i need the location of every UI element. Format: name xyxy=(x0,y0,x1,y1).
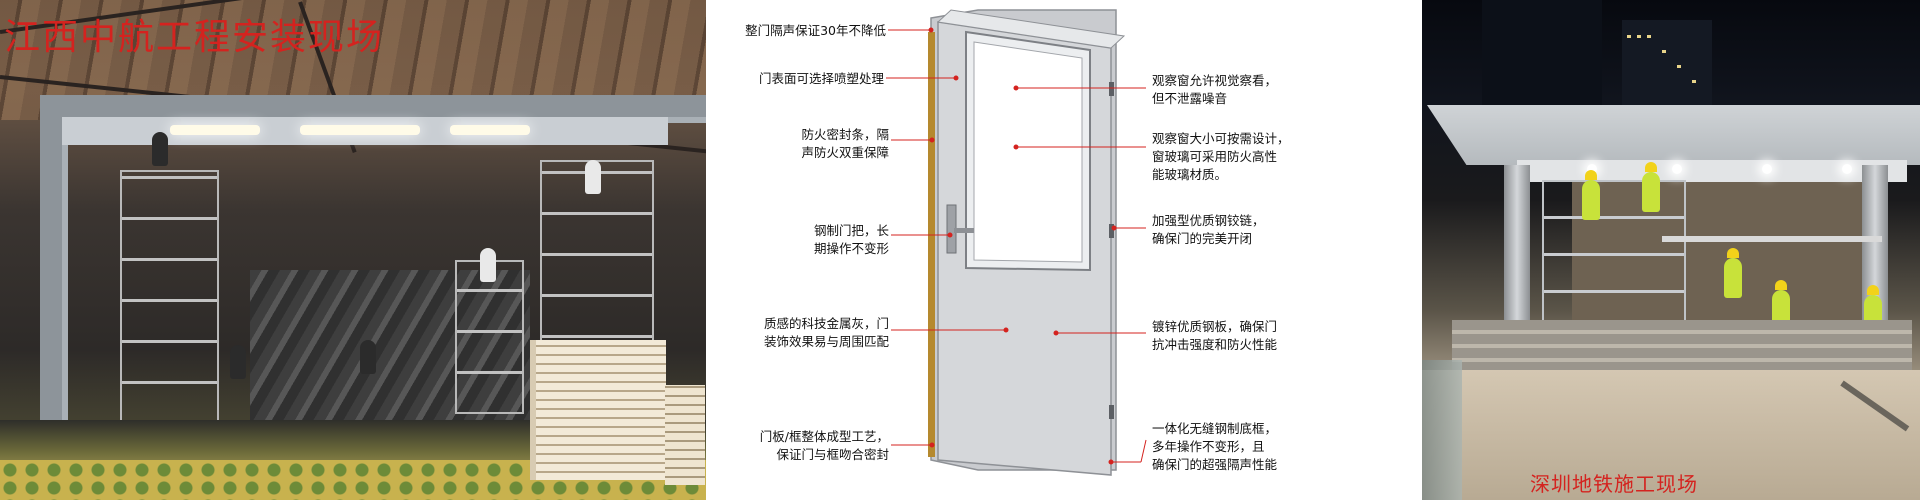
scaffold xyxy=(455,260,524,414)
callout-line: 门板/框整体成型工艺， xyxy=(759,429,889,444)
lit-window xyxy=(1637,35,1641,38)
worker xyxy=(1724,248,1742,298)
worker xyxy=(585,160,601,194)
worker xyxy=(230,345,246,379)
door-handle xyxy=(954,228,974,233)
hinge xyxy=(1109,224,1114,238)
callout-line: 能玻璃材质。 xyxy=(1152,167,1228,182)
observation-window-glass xyxy=(973,41,1083,263)
canopy-ceiling xyxy=(1517,160,1907,182)
scaffold xyxy=(120,170,219,424)
scaffold-plank xyxy=(1662,236,1882,242)
callout-observation-window: 观察窗允许视觉察看， 但不泄露噪音 xyxy=(1152,72,1277,108)
callout-line: 整门隔声保证30年不降低 xyxy=(745,23,886,38)
site-photo-jiangxi: 江西中航工程安装现场 xyxy=(0,0,706,500)
entrance-steps xyxy=(1452,320,1912,370)
ceiling-light xyxy=(450,125,530,135)
canopy-light xyxy=(1587,164,1597,174)
canopy-light xyxy=(1842,164,1852,174)
ceiling-light xyxy=(300,125,420,135)
callout-line: 观察窗大小可按需设计， xyxy=(1152,131,1290,146)
lit-window xyxy=(1647,35,1651,38)
site-photo-shenzhen-metro: 深圳地铁施工现场 xyxy=(1422,0,1920,500)
callout-line: 一体化无缝钢制底框， xyxy=(1152,421,1278,436)
callout-line: 确保门的超强隔声性能 xyxy=(1152,457,1278,472)
callout-spray-coating: 门表面可选择喷塑处理 xyxy=(759,70,884,88)
callout-line: 观察窗允许视觉察看， xyxy=(1152,73,1278,88)
night-building xyxy=(1622,20,1712,110)
callout-line: 加强型优质钢铰链， xyxy=(1152,213,1265,228)
building-model xyxy=(530,340,666,480)
callout-line: 多年操作不变形，且 xyxy=(1152,439,1265,454)
lit-window xyxy=(1662,50,1666,53)
callout-line: 期操作不变形 xyxy=(813,241,889,256)
callout-line: 质感的科技金属灰，门 xyxy=(763,316,889,331)
door-illustration xyxy=(886,9,1147,476)
night-building xyxy=(1482,0,1602,110)
callout-soundproof-30-years: 整门隔声保证30年不降低 xyxy=(745,22,886,40)
fire-seal-strip xyxy=(928,32,935,457)
lit-window xyxy=(1627,35,1631,38)
worker xyxy=(1582,170,1600,220)
worker xyxy=(480,248,496,282)
callout-line: 装饰效果易与周围匹配 xyxy=(763,334,889,349)
callout-line: 钢制门把，长 xyxy=(813,223,889,238)
callout-window-size: 观察窗大小可按需设计， 窗玻璃可采用防火高性 能玻璃材质。 xyxy=(1152,130,1290,184)
building-model xyxy=(665,385,705,485)
callout-galvanized-steel: 镀锌优质钢板，确保门 抗冲击强度和防火性能 xyxy=(1152,318,1277,354)
right-leader-lines xyxy=(1013,85,1147,465)
site-caption: 深圳地铁施工现场 xyxy=(1530,472,1698,496)
worker xyxy=(1642,162,1660,212)
callout-bottom-frame: 一体化无缝钢制底框， 多年操作不变形，且 确保门的超强隔声性能 xyxy=(1152,420,1277,474)
lit-window xyxy=(1677,65,1681,68)
ceiling-light xyxy=(170,125,260,135)
callout-line: 确保门的完美开闭 xyxy=(1152,231,1253,246)
callout-line: 保证门与框吻合密封 xyxy=(776,447,889,462)
worker xyxy=(360,340,376,374)
callout-steel-handle: 钢制门把，长 期操作不变形 xyxy=(814,222,889,258)
scaffold xyxy=(1542,180,1686,329)
callout-line: 镀锌优质钢板，确保门 xyxy=(1152,319,1278,334)
door-diagram: 整门隔声保证30年不降低 门表面可选择喷塑处理 防火密封条，隔 声防火双重保障 … xyxy=(706,0,1422,500)
door-top-edge xyxy=(936,9,1126,49)
site-caption: 江西中航工程安装现场 xyxy=(4,17,385,58)
callout-line: 但不泄露噪音 xyxy=(1152,91,1228,106)
callout-line: 窗玻璃可采用防火高性 xyxy=(1152,149,1278,164)
callout-line: 抗冲击强度和防火性能 xyxy=(1152,337,1278,352)
callout-line: 防火密封条，隔 xyxy=(801,127,889,142)
paved-ground xyxy=(1422,370,1920,500)
callout-fire-seal: 防火密封条，隔 声防火双重保障 xyxy=(801,126,889,162)
callout-line: 门表面可选择喷塑处理 xyxy=(758,71,884,86)
callout-steel-hinge: 加强型优质钢铰链， 确保门的完美开闭 xyxy=(1152,212,1265,248)
left-leader-lines xyxy=(886,27,1009,448)
lit-window xyxy=(1692,80,1696,83)
callout-metal-grey: 质感的科技金属灰，门 装饰效果易与周围匹配 xyxy=(764,315,889,351)
worker xyxy=(152,132,168,166)
canopy-light xyxy=(1672,164,1682,174)
callout-integral-forming: 门板/框整体成型工艺， 保证门与框吻合密封 xyxy=(760,428,889,464)
glass-railing xyxy=(1422,360,1462,500)
canopy-light xyxy=(1762,164,1772,174)
entrance-canopy xyxy=(1427,105,1920,165)
hinge xyxy=(1109,82,1114,96)
steel-portal-frame xyxy=(40,95,706,462)
callout-line: 声防火双重保障 xyxy=(801,145,889,160)
steel-column xyxy=(1504,165,1530,335)
hinge xyxy=(1109,405,1114,419)
